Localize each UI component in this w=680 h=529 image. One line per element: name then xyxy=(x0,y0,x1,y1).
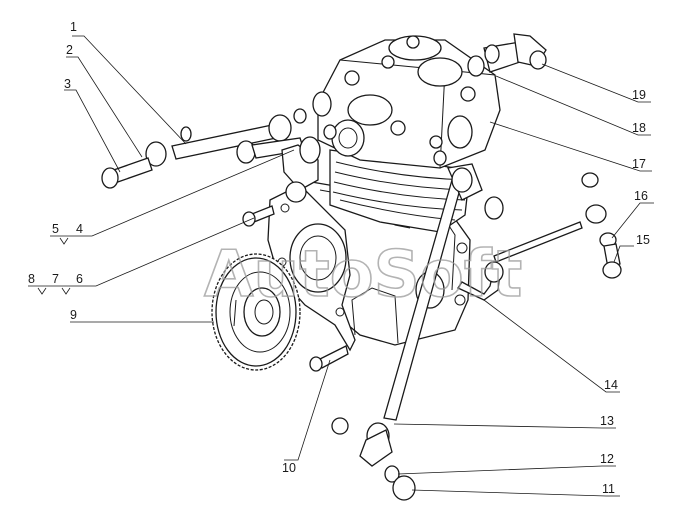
callout-16: 16 xyxy=(634,189,648,203)
callout-labels: 1 2 3 4 5 6 7 8 9 10 11 12 13 14 15 16 1… xyxy=(28,20,650,496)
front-flange xyxy=(267,184,356,352)
callout-4: 4 xyxy=(76,222,83,236)
mounting-bolt-upper xyxy=(242,205,275,227)
oil-line-assembly xyxy=(457,204,622,301)
callout-14: 14 xyxy=(604,378,618,392)
callout-1: 1 xyxy=(70,20,77,34)
intake-pipe-assembly xyxy=(101,108,337,203)
mounting-bolt-lower xyxy=(309,345,349,372)
callout-2: 2 xyxy=(66,43,73,57)
callout-19: 19 xyxy=(632,88,646,102)
callout-7: 7 xyxy=(52,272,59,286)
callout-17: 17 xyxy=(632,157,646,171)
callout-3: 3 xyxy=(64,77,71,91)
callout-12: 12 xyxy=(600,452,614,466)
callout-18: 18 xyxy=(632,121,646,135)
watermark-text: AutoSoft xyxy=(204,238,522,312)
callout-8: 8 xyxy=(28,272,35,286)
drive-gear xyxy=(211,253,301,371)
callout-5: 5 xyxy=(52,222,59,236)
callout-6: 6 xyxy=(76,272,83,286)
coolant-pipe-assembly xyxy=(331,163,599,501)
callout-9: 9 xyxy=(70,308,77,322)
cylinder-head xyxy=(312,35,501,169)
outlet-fitting-assembly xyxy=(467,33,547,77)
callout-10: 10 xyxy=(282,461,296,475)
leader-lines xyxy=(28,35,654,497)
callout-13: 13 xyxy=(600,414,614,428)
callout-15: 15 xyxy=(636,233,650,247)
compressor-illustration xyxy=(101,33,622,501)
callout-11: 11 xyxy=(602,482,615,496)
